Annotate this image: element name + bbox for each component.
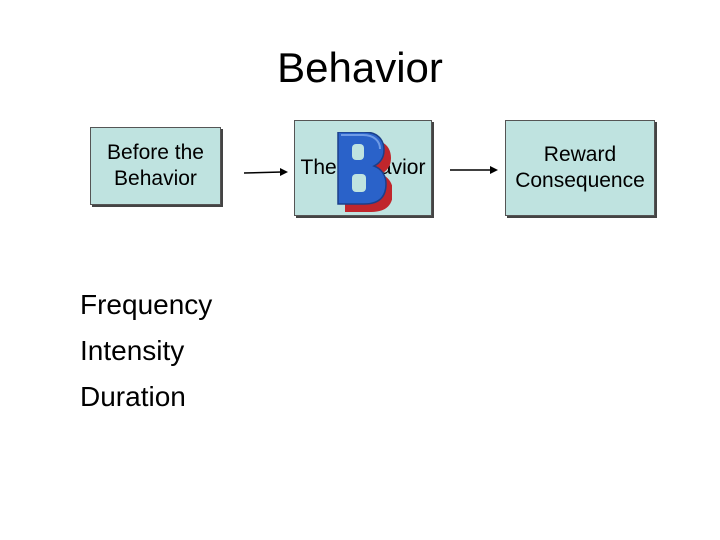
page-title: Behavior (277, 44, 443, 91)
behavior-attributes-list: Frequency Intensity Duration (80, 282, 212, 420)
reward-consequence-label: Reward Consequence (515, 143, 645, 192)
before-behavior-box: Before the Behavior (90, 127, 221, 205)
attribute-duration: Duration (80, 381, 186, 412)
arrow-behavior-to-reward (450, 166, 498, 174)
arrow-before-to-behavior (243, 168, 288, 176)
letter-b-logo (337, 132, 392, 212)
attribute-frequency: Frequency (80, 289, 213, 320)
reward-consequence-box: Reward Consequence (505, 120, 655, 216)
before-behavior-label: Before the Behavior (107, 141, 204, 190)
attribute-intensity: Intensity (80, 335, 185, 366)
